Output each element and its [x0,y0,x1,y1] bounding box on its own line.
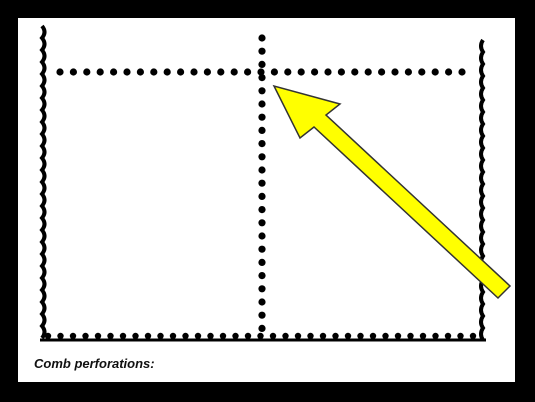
perforation-hole [177,68,185,76]
perforation-hole [284,68,292,76]
perforation-hole [445,68,453,76]
perforation-hole [258,100,266,108]
perforation-hole [431,68,439,76]
perforation-hole [194,332,202,340]
perforation-hole [369,332,377,340]
perforation-hole [44,332,52,340]
perforation-hole [394,332,402,340]
perforation-hole [357,332,364,340]
perforation-hole [230,68,238,76]
perforation-hole [258,166,266,174]
perforation-hole [258,47,266,55]
perforation-hole [458,68,466,76]
perforation-hole [270,68,278,76]
comb-perforation-diagram [39,24,512,342]
perforation-hole [258,311,266,319]
perforation-hole [244,68,252,76]
right-stamp-edge [479,38,486,342]
perforation-hole [324,68,332,76]
perforation-hole [419,332,427,340]
perforation-hole [258,219,266,227]
perforation-hole [258,74,266,82]
perforation-hole [150,68,158,76]
perforation-hole [391,68,399,76]
perforation-hole [258,206,266,214]
perforation-hole [69,68,77,76]
perforation-hole [297,68,305,76]
perforation-hole [258,113,266,121]
perforation-hole [337,68,345,76]
perforation-hole [444,332,452,340]
perforation-hole [94,332,102,340]
perforation-hole [258,179,266,187]
perforation-hole [132,332,139,340]
arrow-shape [272,84,512,300]
perforation-hole [157,332,164,340]
perforation-hole [182,332,189,340]
perforation-hole [332,332,339,340]
perforation-hole [110,68,118,76]
perforation-hole [258,285,266,293]
perforation-hole [258,126,266,134]
perforation-hole [307,332,314,340]
perforation-hole [457,332,464,340]
perforation-hole [404,68,412,76]
caption-label: Comb perforations: [34,356,155,371]
perforation-hole [258,258,266,266]
perforation-hole [258,192,266,200]
perforation-hole [219,332,227,340]
diagram-panel: Comb perforations: [18,18,515,382]
perforation-hole [207,332,214,340]
perforation-hole [217,68,225,76]
perforation-hole [258,232,266,240]
perforation-hole [258,153,266,161]
perforation-hole [96,68,104,76]
perforation-hole [407,332,414,340]
perforation-hole [258,245,266,253]
perforation-hole [82,332,89,340]
perforation-hole [258,272,266,280]
perforation-hole [257,68,265,76]
perforation-hole [344,332,352,340]
perforation-hole [257,332,264,340]
perforation-hole [294,332,302,340]
perforation-hole [319,332,327,340]
perforation-hole [282,332,289,340]
arrow-icon [272,84,512,300]
perforation-hole [69,332,77,340]
perforation-hole [244,332,252,340]
perforation-hole [123,68,131,76]
perforation-hole [258,60,266,68]
perforation-hole [432,332,439,340]
perforation-hole [382,332,389,340]
perforation-hole [269,332,277,340]
perforation-hole [144,332,152,340]
perforation-hole [169,332,177,340]
perforation-hole [469,332,477,340]
perforation-hole [56,68,64,76]
perforation-hole [107,332,114,340]
perforation-hole [163,68,171,76]
stamp-edges [39,24,486,342]
perforation-hole [418,68,426,76]
perforation-hole [351,68,359,76]
perforation-holes [44,34,477,340]
perforation-hole [57,332,64,340]
perforation-hole [136,68,144,76]
perforation-hole [311,68,319,76]
perforation-hole [119,332,127,340]
left-stamp-edge [39,24,47,340]
perforation-hole [203,68,211,76]
perforation-hole [258,298,266,306]
perforation-hole [83,68,91,76]
perforation-hole [378,68,386,76]
perforation-hole [258,87,266,95]
perforation-hole [258,34,266,42]
perforation-hole [258,324,266,332]
perforation-hole [232,332,239,340]
perforation-hole [190,68,198,76]
perforation-hole [364,68,372,76]
perforation-hole [258,140,266,148]
